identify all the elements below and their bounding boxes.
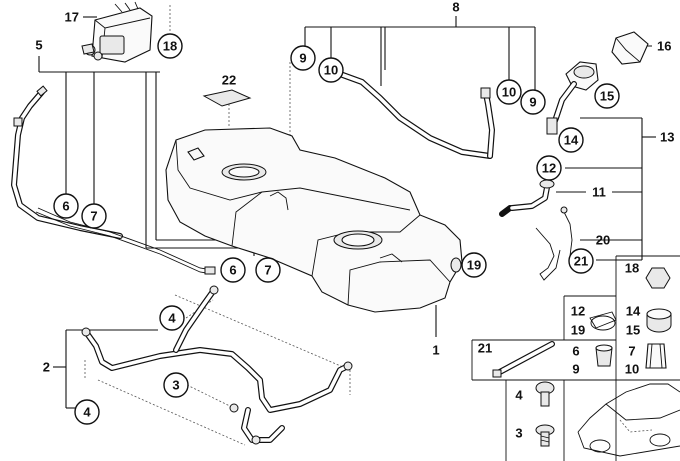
callout-18[interactable]: 18 <box>157 33 183 59</box>
svg-text:3: 3 <box>172 378 179 393</box>
legend-19: 19 <box>571 323 585 338</box>
legend-21: 21 <box>478 341 492 356</box>
callout-21[interactable]: 21 <box>568 248 594 274</box>
legend-4: 4 <box>515 388 523 403</box>
label-5[interactable]: 5 <box>35 38 42 53</box>
callout-4-upper[interactable]: 4 <box>159 305 185 331</box>
charcoal-filter-part <box>81 1 153 63</box>
svg-text:10: 10 <box>324 63 338 78</box>
label-16[interactable]: 16 <box>657 39 671 54</box>
svg-text:15: 15 <box>600 89 614 104</box>
svg-text:7: 7 <box>90 209 97 224</box>
svg-text:12: 12 <box>542 161 556 176</box>
callout-4-lower[interactable]: 4 <box>74 399 100 425</box>
legend-6: 6 <box>572 344 579 359</box>
label-22[interactable]: 22 <box>222 73 236 88</box>
svg-text:19: 19 <box>467 258 481 273</box>
legend-area <box>471 255 680 461</box>
svg-text:14: 14 <box>564 133 579 148</box>
svg-text:21: 21 <box>574 254 588 269</box>
filler-hose-part <box>499 179 578 281</box>
callout-7-upper[interactable]: 7 <box>81 203 107 229</box>
svg-text:9: 9 <box>299 51 306 66</box>
label-11[interactable]: 11 <box>592 185 606 200</box>
legend-3: 3 <box>515 426 522 441</box>
label-13[interactable]: 13 <box>660 130 674 145</box>
legend-9: 9 <box>572 362 579 377</box>
callout-19[interactable]: 19 <box>461 252 487 278</box>
callout-9-top-right[interactable]: 9 <box>520 89 546 115</box>
callout-6-lower[interactable]: 6 <box>220 257 246 283</box>
callout-10-top-right[interactable]: 10 <box>496 79 522 105</box>
callout-12[interactable]: 12 <box>536 155 562 181</box>
callout-10-top-left[interactable]: 10 <box>318 57 344 83</box>
label-plate-part <box>202 89 252 107</box>
label-1[interactable]: 1 <box>432 343 439 358</box>
legend-18: 18 <box>625 261 639 276</box>
svg-text:6: 6 <box>229 263 236 278</box>
callout-9-top-left[interactable]: 9 <box>290 45 316 71</box>
legend-10: 10 <box>625 362 639 377</box>
svg-text:4: 4 <box>83 405 91 420</box>
legend-12: 12 <box>571 304 585 319</box>
filler-neck-part <box>546 31 649 135</box>
svg-text:6: 6 <box>62 199 69 214</box>
fuel-tank-part <box>165 127 463 313</box>
label-2[interactable]: 2 <box>43 360 50 375</box>
svg-text:9: 9 <box>529 95 536 110</box>
svg-text:10: 10 <box>502 85 516 100</box>
svg-text:4: 4 <box>168 311 176 326</box>
crossmember-part <box>81 285 353 445</box>
legend-7: 7 <box>628 344 635 359</box>
vent-pipe-part <box>337 71 495 159</box>
label-8[interactable]: 8 <box>452 0 459 15</box>
callout-14[interactable]: 14 <box>558 127 584 153</box>
svg-text:7: 7 <box>264 263 271 278</box>
legend-15: 15 <box>626 323 640 338</box>
label-20[interactable]: 20 <box>596 233 610 248</box>
callout-7-lower[interactable]: 7 <box>255 257 281 283</box>
callout-6-upper[interactable]: 6 <box>53 193 79 219</box>
svg-text:18: 18 <box>163 39 177 54</box>
label-17[interactable]: 17 <box>65 10 79 25</box>
legend-14: 14 <box>626 304 641 319</box>
vent-line-part <box>11 85 216 275</box>
callout-15[interactable]: 15 <box>594 83 620 109</box>
callout-3[interactable]: 3 <box>163 372 189 398</box>
